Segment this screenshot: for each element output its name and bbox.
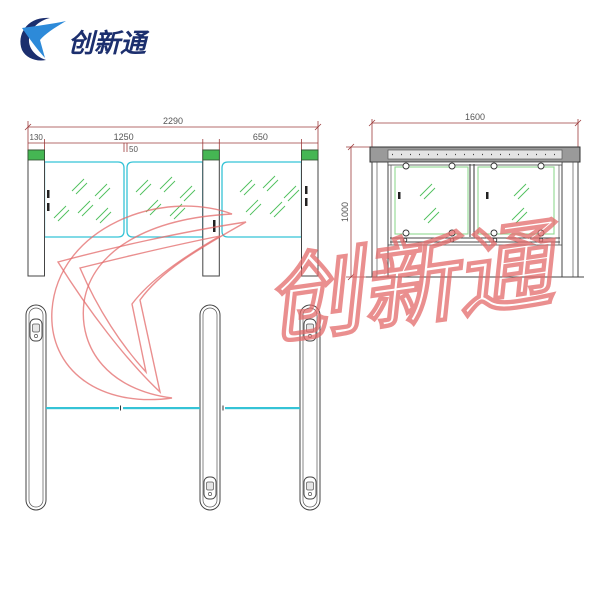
card-reader-icon	[203, 476, 217, 500]
glass-clamp	[402, 229, 410, 237]
glass-reflection-mark	[71, 178, 88, 195]
dimension-overall-width-side: 1600	[368, 112, 582, 147]
post-right	[301, 149, 319, 277]
top-rail	[387, 161, 563, 166]
infrared-sensor	[486, 192, 489, 199]
post-cap-light	[27, 149, 45, 161]
glass-reflection-mark	[53, 205, 70, 222]
dimension-text-side-width: 1600	[465, 112, 485, 122]
glass-reflection-mark	[269, 201, 286, 218]
watermark-logo-icon	[51, 205, 247, 401]
glass-clamp	[490, 229, 498, 237]
glass-clamp	[448, 162, 456, 170]
glass-leaf-side	[221, 161, 303, 238]
glass-reflection-mark	[245, 199, 262, 216]
card-reader-icon	[29, 318, 43, 342]
glass-clamp	[537, 229, 545, 237]
post-cap-light	[202, 149, 220, 161]
glass-reflection-mark	[283, 185, 300, 202]
glass-reflection-mark	[145, 199, 162, 216]
glass-reflection-mark	[239, 179, 256, 196]
company-logo: 创新通	[20, 17, 150, 61]
plan-glass-leaf-main-left	[46, 407, 119, 410]
rail-bolt	[402, 237, 408, 243]
glass-leaf-main-right	[126, 161, 204, 238]
glass-reflection-mark	[135, 179, 152, 196]
dimension-overall-height: 1000	[340, 143, 370, 281]
company-name: 创新通	[68, 29, 150, 59]
dimension-text-leaf-gap: 50	[129, 145, 138, 154]
infrared-sensor	[305, 198, 308, 206]
infrared-sensor	[213, 220, 216, 232]
plan-pillar-right	[299, 304, 321, 511]
dimension-text-height: 1000	[340, 202, 350, 222]
plan-pillar-middle	[199, 304, 221, 511]
dimension-text-side-passage: 650	[253, 132, 268, 142]
dimension-overall-width-front: 2290	[24, 116, 322, 150]
cabinet-frame	[366, 146, 584, 278]
dimension-segments-front: 130 1250 50 650	[28, 132, 318, 154]
dimension-text-main-passage: 1250	[114, 132, 134, 142]
rail-bolt	[538, 237, 544, 243]
rail-bolt	[492, 237, 498, 243]
glass-reflection-mark	[179, 185, 196, 202]
post-middle	[202, 149, 220, 277]
glass-reflection-mark	[159, 176, 176, 193]
front-elevation: 2290 130 1250 50 650	[24, 116, 322, 277]
dimension-text-post: 130	[30, 133, 44, 142]
plan-glass-leaf-side	[225, 407, 300, 410]
lintel-panel	[387, 149, 563, 160]
glass-reflection-mark	[419, 183, 436, 200]
dimension-text-overall: 2290	[163, 116, 183, 126]
glass-reflection-mark	[77, 200, 94, 217]
glass-reflection-mark	[94, 183, 111, 200]
card-reader-icon	[303, 476, 317, 500]
plan-pillar-left	[25, 304, 47, 511]
side-elevation: 1600 1000	[340, 112, 584, 281]
infrared-sensor	[47, 203, 50, 211]
infrared-sensor	[305, 186, 308, 194]
side-glass-left	[394, 166, 469, 235]
rail-bolt	[449, 237, 455, 243]
side-glass-right	[477, 166, 555, 235]
glass-clamp	[537, 162, 545, 170]
glass-reflection-mark	[262, 175, 279, 192]
post-cap-light	[301, 149, 319, 161]
glass-clamp	[448, 229, 456, 237]
glass-clamp	[490, 162, 498, 170]
plan-view	[25, 304, 321, 511]
plan-glass-leaf-main-right	[123, 407, 200, 410]
infrared-sensor	[47, 190, 50, 198]
glass-reflection-mark	[95, 207, 112, 224]
company-logo-icon	[20, 17, 66, 61]
right-column	[561, 161, 579, 278]
post-left	[27, 149, 45, 277]
glass-leaf-main-left	[43, 161, 125, 238]
infrared-sensor	[398, 192, 401, 199]
glass-reflection-mark	[423, 207, 440, 224]
glass-reflection-mark	[513, 183, 530, 200]
glass-clamp	[402, 162, 410, 170]
